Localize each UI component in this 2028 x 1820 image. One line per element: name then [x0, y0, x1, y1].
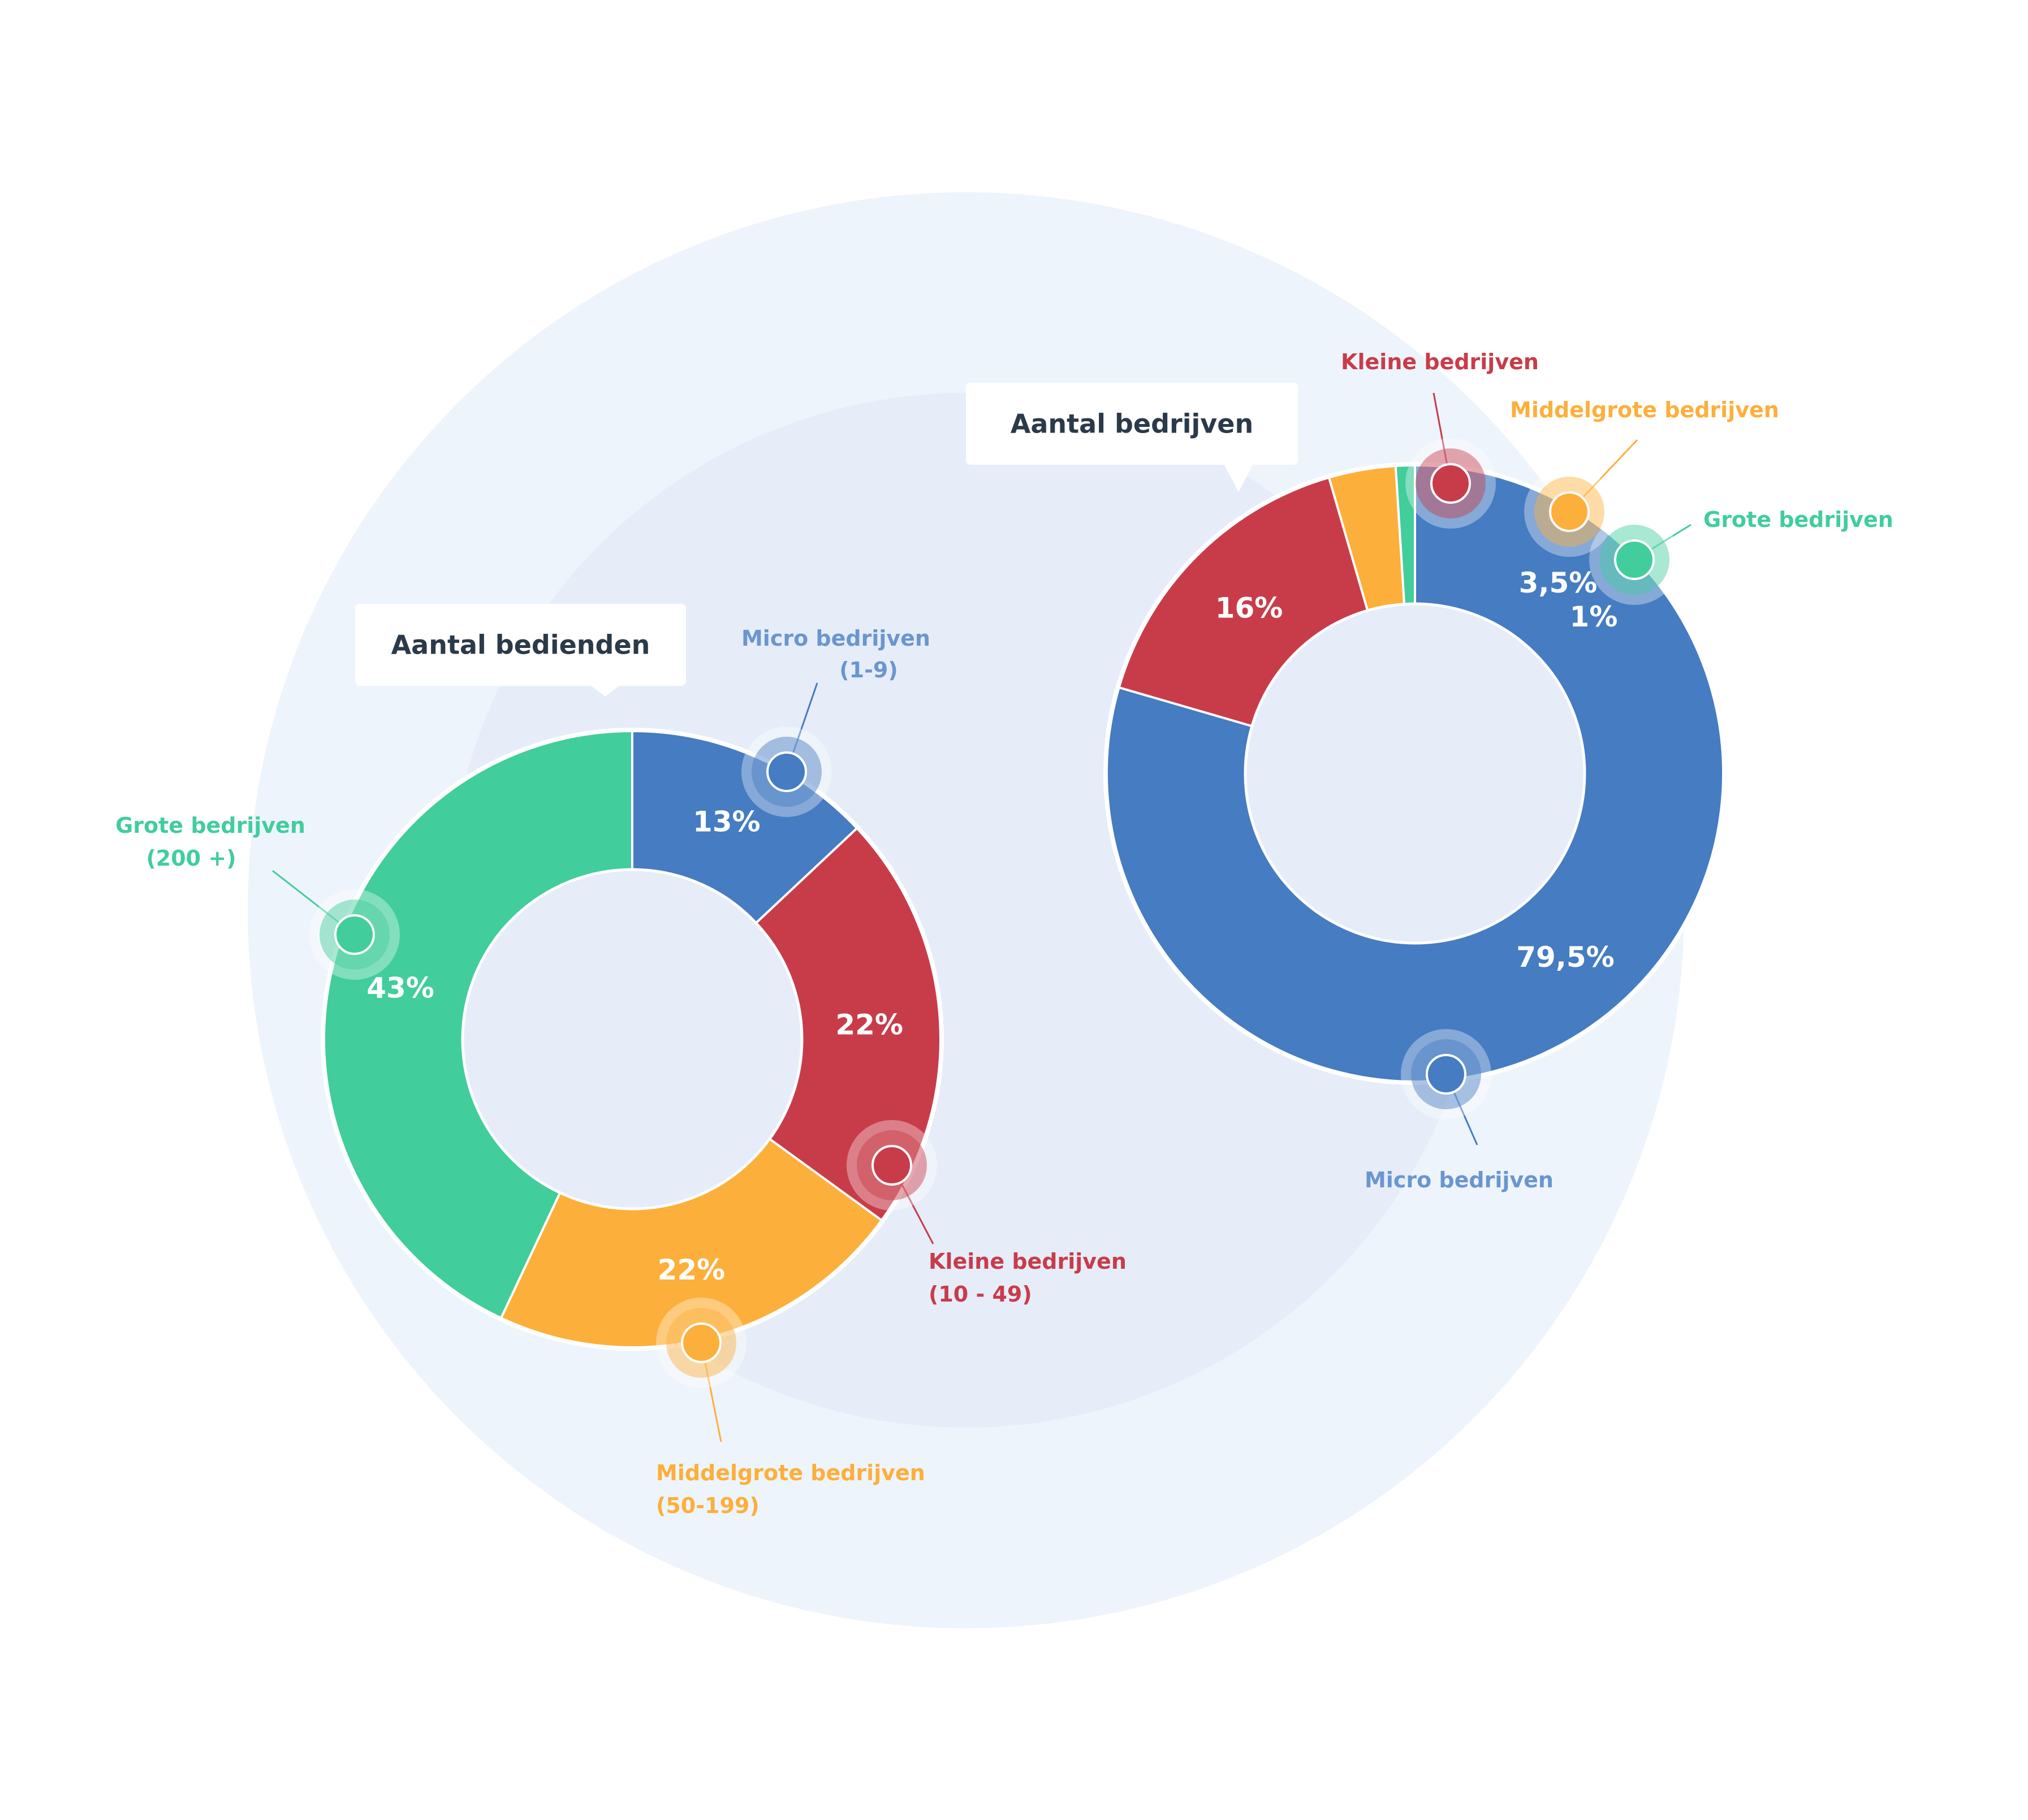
marker-dot-klein: [1430, 463, 1471, 504]
title-callout-box: [355, 604, 686, 686]
percent-label-middel: 3,5%: [1519, 567, 1598, 599]
title-callout: Aantal bedienden: [355, 604, 686, 697]
donut-chart-aantal-bedienden: Aantal bedienden 13% 22% 22% 43% Micro bedr…: [115, 604, 1127, 1518]
percent-label-groot: 43%: [366, 971, 434, 1004]
category-label-micro: Micro bedrijven: [741, 626, 930, 651]
category-label-groot: Grote bedrijven: [115, 813, 305, 838]
percent-label-micro: 79,5%: [1516, 941, 1614, 974]
title-callout-pointer: [1224, 464, 1253, 492]
category-label-groot: (200 +): [146, 846, 236, 871]
percent-label-groot: 1%: [1570, 600, 1618, 633]
percent-label-klein: 16%: [1215, 592, 1283, 625]
marker-dot-klein: [871, 1145, 912, 1186]
marker-dot-groot: [334, 914, 375, 955]
slice-markers: [1401, 392, 1692, 1145]
category-labels: Micro bedrijven (1-9) Kleine bedrijven (10 …: [115, 626, 1127, 1518]
percentage-labels: 13% 22% 22% 43%: [366, 806, 903, 1286]
percent-label-middel: 22%: [658, 1253, 726, 1286]
category-label-groot: Grote bedrijven: [1703, 507, 1893, 532]
category-label-micro: Micro bedrijven: [1365, 1168, 1554, 1192]
category-label-klein: (10 - 49): [929, 1282, 1032, 1307]
donut-hole: [1244, 602, 1586, 945]
donut-hole: [461, 868, 804, 1211]
category-label-klein: Kleine bedrijven: [1341, 349, 1539, 374]
donut-chart-aantal-bedrijven: Aantal bedrijven 79,5% 16% 3,5%1% Micro be…: [966, 349, 1893, 1192]
marker-dot-micro: [766, 751, 807, 792]
title-callout: Aantal bedrijven: [966, 383, 1298, 492]
chart-title: Aantal bedienden: [391, 630, 650, 660]
title-callout-box: [966, 383, 1298, 465]
category-label-middel: (50-199): [656, 1493, 760, 1518]
percent-label-klein: 22%: [835, 1009, 903, 1041]
marker-dot-groot: [1614, 539, 1655, 580]
title-callout-pointer: [590, 685, 620, 697]
category-label-middel: Middelgrote bedrijven: [656, 1460, 925, 1485]
category-label-middel: Middelgrote bedrijven: [1510, 397, 1779, 422]
marker-dot-micro: [1426, 1054, 1466, 1095]
category-label-micro: (1-9): [839, 658, 898, 682]
category-labels: Micro bedrijven Kleine bedrijvenMiddelgro…: [1341, 349, 1893, 1192]
chart-title: Aantal bedrijven: [1011, 409, 1253, 439]
marker-dot-middel: [681, 1322, 722, 1363]
slice-markers: [272, 682, 937, 1442]
category-label-klein: Kleine bedrijven: [929, 1249, 1127, 1274]
percent-label-micro: 13%: [693, 806, 761, 838]
marker-dot-middel: [1549, 491, 1590, 532]
percentage-labels: 79,5% 16% 3,5%1%: [1215, 567, 1618, 974]
